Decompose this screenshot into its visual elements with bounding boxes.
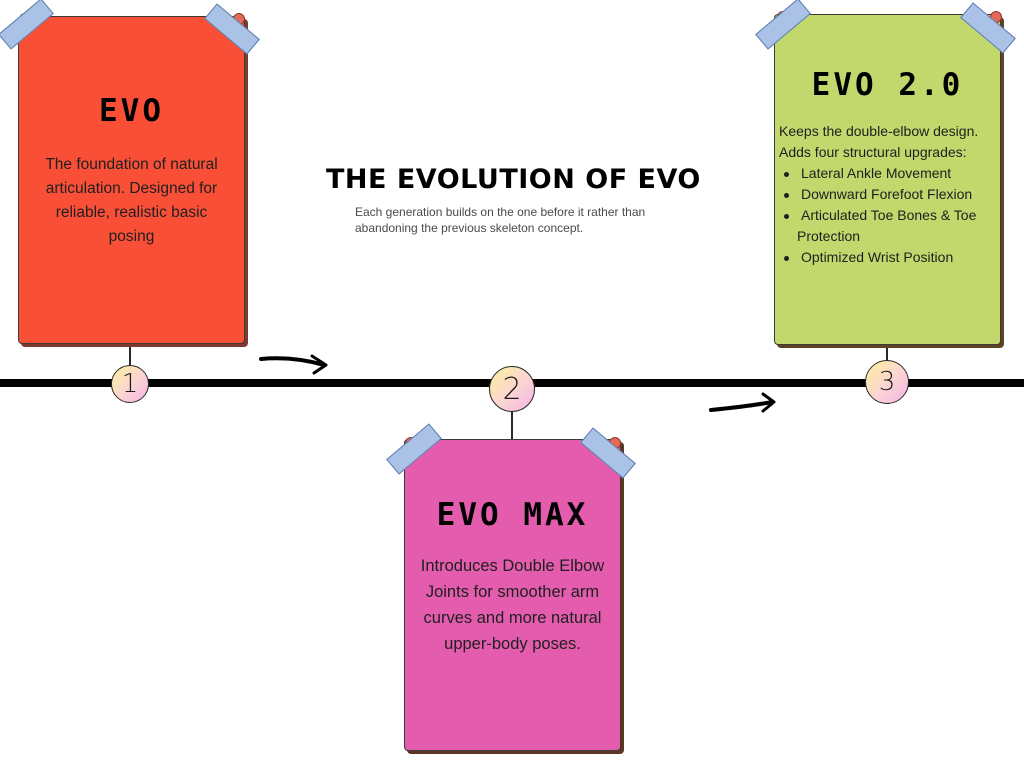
card-evo: EVO The foundation of natural articulati… [18,16,245,344]
feature-item-wrap: Protection [797,228,861,244]
card-text-line: reliable, realistic basic [55,204,208,221]
milestone-3: 3 [865,360,909,404]
connector-3 [886,345,888,361]
card-text-line: posing [108,228,155,245]
feature-item: Downward Forefoot Flexion [779,184,998,205]
card-intro-line: Adds four structural upgrades: [779,144,967,160]
milestone-1: 1 [111,365,149,403]
card-text-line: Joints for smoother arm [425,583,600,601]
card-text-line: The foundation of natural [45,156,218,173]
card-title: EVO [99,93,164,129]
card-text-line: upper-body poses. [444,635,581,653]
page-subtitle: Each generation builds on the one before… [355,205,646,235]
card-text-line: Introduces Double Elbow [420,557,605,575]
feature-item: Optimized Wrist Position [779,247,998,268]
milestone-number: 3 [878,367,896,397]
milestone-number: 1 [121,369,139,399]
card-intro-line: Keeps the double-elbow design. [779,123,979,139]
card-title: EVO 2.0 [811,67,964,103]
connector-1 [129,345,131,367]
arrow-right-icon [709,392,776,413]
card-text-line: articulation. Designed for [45,180,218,197]
feature-item: Lateral Ankle Movement [779,163,998,184]
card-description: Introduces Double Elbow Joints for smoot… [405,553,620,657]
page-title: THE EVOLUTION OF EVO [326,164,701,195]
arrow-right-icon [259,354,328,375]
feature-list: Lateral Ankle Movement Downward Forefoot… [779,163,998,268]
card-title: EVO MAX [436,497,589,533]
milestone-number: 2 [502,371,522,407]
card-evo-2: EVO 2.0 Keeps the double-elbow design. A… [774,14,1001,345]
milestone-2: 2 [489,366,535,412]
card-evo-max: EVO MAX Introduces Double Elbow Joints f… [404,439,621,751]
card-text-line: curves and more natural [423,609,602,627]
card-description: The foundation of natural articulation. … [25,153,238,249]
connector-2 [511,404,513,440]
card-description: Keeps the double-elbow design. Adds four… [779,121,998,268]
